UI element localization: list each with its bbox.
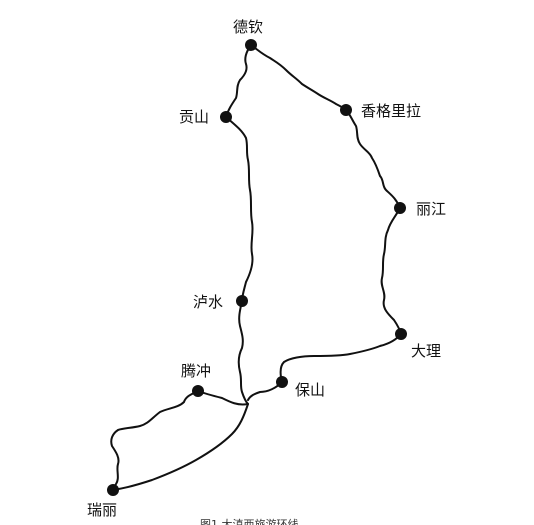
route-tengchong-junction [197, 390, 249, 406]
route-lines [110, 44, 402, 491]
route-gongshan-lushui [225, 116, 254, 302]
city-label-deqin: 德钦 [233, 18, 263, 36]
route-dali-baoshan [279, 333, 402, 383]
city-label-lushui: 泸水 [193, 293, 223, 311]
city-labels: 德钦 香格里拉 贡山 丽江 泸水 大理 腾冲 保山 瑞丽 [87, 18, 446, 519]
city-label-dali: 大理 [411, 342, 441, 360]
city-label-baoshan: 保山 [295, 381, 325, 399]
route-lushui-junction [237, 300, 249, 405]
city-dot-gongshan [220, 111, 232, 123]
city-markers [107, 39, 407, 496]
city-dot-lushui [236, 295, 248, 307]
route-lijiang-dali [380, 207, 402, 335]
route-deqin-shangri-la [250, 44, 347, 111]
city-label-tengchong: 腾冲 [181, 362, 211, 380]
map-caption: 图1 大滇西旅游环线 [200, 517, 299, 525]
city-dot-shangri-la [340, 104, 352, 116]
route-ruili-junction [112, 403, 249, 491]
route-tengchong-ruili-west [110, 390, 199, 491]
city-label-shangri-la: 香格里拉 [361, 102, 421, 120]
city-label-lijiang: 丽江 [416, 200, 446, 218]
city-label-gongshan: 贡山 [179, 108, 209, 126]
route-shangri-la-lijiang [345, 109, 401, 209]
route-baoshan-junction [247, 381, 283, 401]
city-dot-deqin [245, 39, 257, 51]
city-dot-dali [395, 328, 407, 340]
city-dot-baoshan [276, 376, 288, 388]
city-label-ruili: 瑞丽 [87, 501, 117, 519]
city-dot-tengchong [192, 385, 204, 397]
route-deqin-gongshan [225, 44, 252, 118]
city-dot-lijiang [394, 202, 406, 214]
city-dot-ruili [107, 484, 119, 496]
